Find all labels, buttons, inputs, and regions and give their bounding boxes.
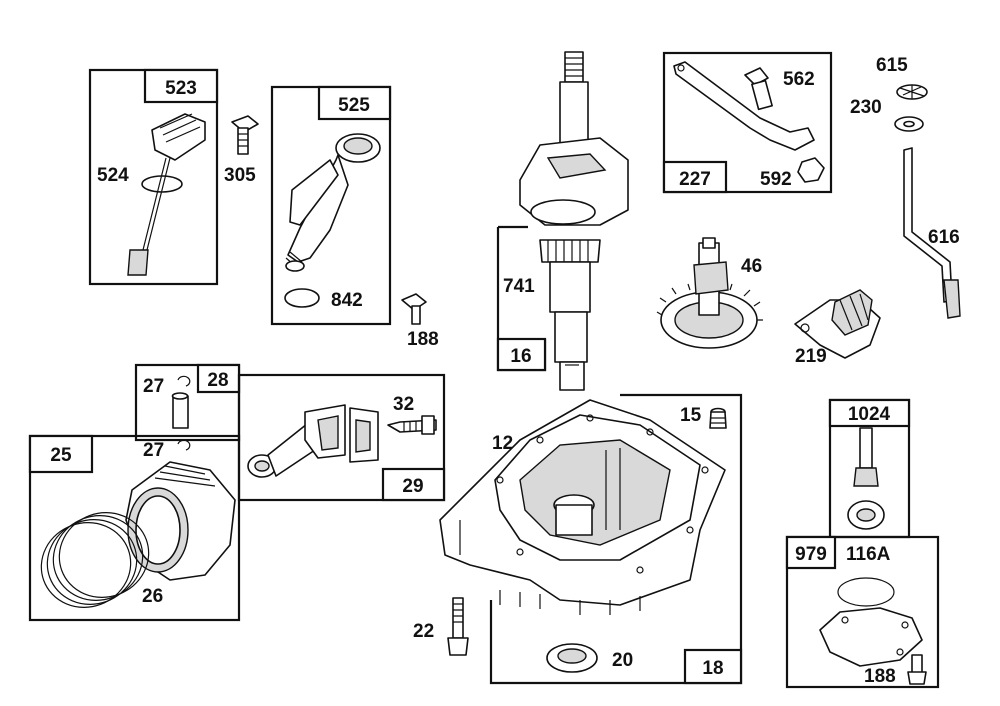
part-1024-label: 1024 <box>848 404 891 425</box>
part-15-label: 15 <box>680 405 702 426</box>
sump-group: 18 12 15 20 <box>439 393 743 685</box>
piston-pin <box>172 395 189 429</box>
part-18-tag <box>683 648 743 685</box>
part-22-label: 22 <box>413 621 434 642</box>
part-26-label: 26 <box>142 586 163 607</box>
part-29-label: 29 <box>402 476 423 497</box>
gasket-116A <box>837 577 895 607</box>
part-305-label: 305 <box>224 165 256 186</box>
part-188-top-label: 188 <box>407 329 439 350</box>
dipstick-tube-group: 525 842 <box>270 85 392 326</box>
part-116A-label: 116A <box>846 544 891 565</box>
connecting-rod-group: 29 32 <box>237 373 446 502</box>
clip-27-bottom <box>177 439 191 451</box>
bolt-22 <box>447 597 469 656</box>
part-12-label: 12 <box>492 433 513 454</box>
piston-box <box>28 434 241 622</box>
part-219-label: 219 <box>795 346 827 367</box>
sump-part <box>439 399 726 615</box>
dipstick-tube-part <box>285 133 381 272</box>
part-616-label: 616 <box>928 227 960 248</box>
pump-cover-box <box>785 535 940 689</box>
oil-pump-part <box>847 427 885 530</box>
part-16-label: 16 <box>510 346 531 367</box>
part-32-label: 32 <box>393 394 414 415</box>
part-230-label: 230 <box>850 97 882 118</box>
piston-part <box>125 461 236 581</box>
part-188-bottom-label: 188 <box>864 666 896 687</box>
oil-seal-20 <box>546 643 598 673</box>
part-20-label: 20 <box>612 650 633 671</box>
crankshaft-part <box>519 51 629 391</box>
piston-group: 25 27 26 <box>28 434 241 622</box>
o-ring-842 <box>284 288 320 308</box>
dipstick-part <box>127 113 206 276</box>
part-562-label: 562 <box>783 69 815 90</box>
piston-rings-part <box>40 512 150 608</box>
pump-cover-group: 979 116A 188 <box>785 535 940 689</box>
oil-pump-group: 1024 <box>828 398 911 539</box>
bolt-32 <box>387 415 437 435</box>
governor-lever-part <box>673 61 825 183</box>
pump-cover-part <box>819 607 923 667</box>
governor-shaft-parts <box>894 84 961 319</box>
part-1024-tag <box>828 398 911 428</box>
clip-27-top <box>177 375 191 387</box>
part-28-tag <box>196 363 241 394</box>
camshaft-part <box>656 237 763 349</box>
part-27-bottom-label: 27 <box>143 440 164 461</box>
bolt-188-top <box>401 293 427 325</box>
part-227-label: 227 <box>679 169 711 190</box>
part-525-tag <box>317 85 392 121</box>
crankshaft-group: 16 741 <box>496 51 629 391</box>
part-25-label: 25 <box>50 445 72 466</box>
governor-lever-box <box>662 51 833 194</box>
part-18-label: 18 <box>702 658 723 679</box>
part-227-tag <box>662 160 728 194</box>
part-46-label: 46 <box>741 256 762 277</box>
part-27-top-label: 27 <box>143 376 164 397</box>
governor-lever-group: 227 562 592 <box>662 51 833 194</box>
dipstick-group: 523 524 <box>88 68 219 286</box>
part-28-label: 28 <box>207 370 228 391</box>
part-29-tag <box>381 467 446 502</box>
plug-15 <box>709 407 727 429</box>
connecting-rod-part <box>247 404 379 478</box>
part-25-tag <box>28 434 94 474</box>
part-592-label: 592 <box>760 169 792 190</box>
piston-pin-group: 28 27 <box>134 363 241 442</box>
bolt-188-bottom <box>907 654 927 685</box>
part-525-label: 525 <box>338 95 370 116</box>
part-979-label: 979 <box>795 544 827 565</box>
part-16-tag <box>496 337 547 372</box>
part-523-label: 523 <box>165 78 197 99</box>
part-842-label: 842 <box>331 290 363 311</box>
part-523-tag <box>143 68 219 104</box>
part-979-tag <box>785 535 837 570</box>
part-741-label: 741 <box>503 276 535 297</box>
bolt-305 <box>231 115 259 155</box>
part-524-label: 524 <box>97 165 129 186</box>
governor-part <box>794 289 881 359</box>
part-615-label: 615 <box>876 55 908 76</box>
